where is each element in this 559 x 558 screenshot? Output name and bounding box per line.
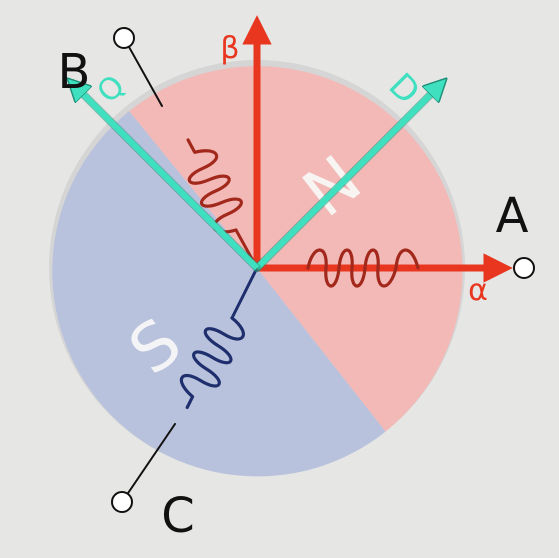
phase-c-winding <box>111 266 259 513</box>
phase-a-coil <box>306 248 420 288</box>
rotor-south-half <box>52 111 386 477</box>
alpha-axis-label: α <box>468 273 488 308</box>
phase-c-wire <box>121 423 176 503</box>
phase-a-winding <box>306 248 535 288</box>
phase-c-label: C <box>161 488 195 544</box>
phase-c-terminal <box>111 491 133 513</box>
phase-b-label: B <box>58 44 91 100</box>
q-axis-arrow <box>72 83 260 271</box>
phase-b-coil <box>186 138 243 234</box>
phase-b-wire <box>123 37 163 107</box>
phase-b-terminal <box>113 27 135 49</box>
d-axis-arrow <box>254 83 442 271</box>
phase-a-terminal <box>513 257 535 279</box>
beta-axis-label: β <box>220 31 239 66</box>
phase-c-coil <box>179 316 245 410</box>
rotor-north-half <box>129 66 463 432</box>
phase-c-lead <box>230 266 259 320</box>
phase-a-label: A <box>496 188 529 244</box>
